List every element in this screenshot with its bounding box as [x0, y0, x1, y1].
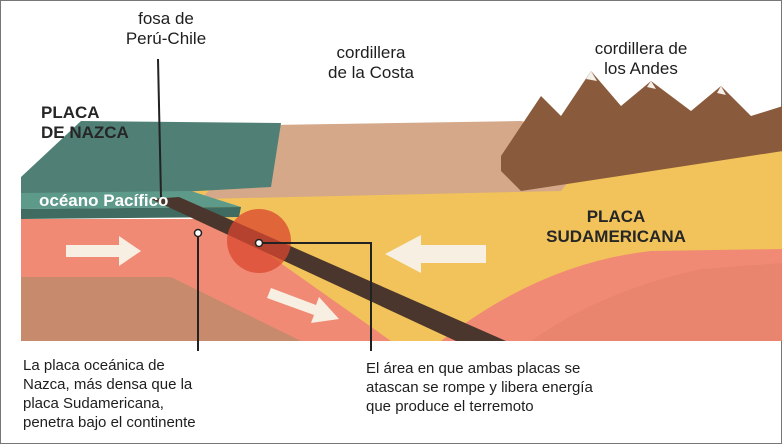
label-cordillera-andes: cordillera de los Andes: [594, 39, 688, 78]
quake-callout-line: [259, 242, 372, 351]
label-placa-sudamericana: PLACA SUDAMERICANA: [546, 207, 686, 246]
caption-terremoto: El área en que ambas placas se atascan s…: [366, 360, 593, 415]
ocean-surface: [21, 121, 281, 193]
costa-land: [201, 121, 601, 199]
label-oceano-pacifico: océano Pacífico: [39, 191, 169, 210]
quake-callout-dot: [254, 238, 264, 248]
arrow-diagonal-icon: [267, 288, 339, 323]
andes-mountains: [501, 71, 782, 191]
caption-nazca: La placa oceánica de Nazca, más densa qu…: [23, 357, 196, 431]
deep-mantle-band: [21, 277, 301, 341]
label-placa-nazca: PLACA DE NAZCA: [41, 103, 129, 142]
arrow-left-icon: [385, 235, 486, 273]
arrow-right-icon: [66, 236, 141, 266]
nazca-callout-dot: [193, 228, 203, 238]
lower-right-mantle: [531, 263, 782, 341]
label-cordillera-costa: cordillera de la Costa: [328, 43, 414, 82]
fosa-pointer-line: [157, 58, 162, 198]
label-fosa-peru-chile: fosa de Perú-Chile: [125, 9, 207, 48]
